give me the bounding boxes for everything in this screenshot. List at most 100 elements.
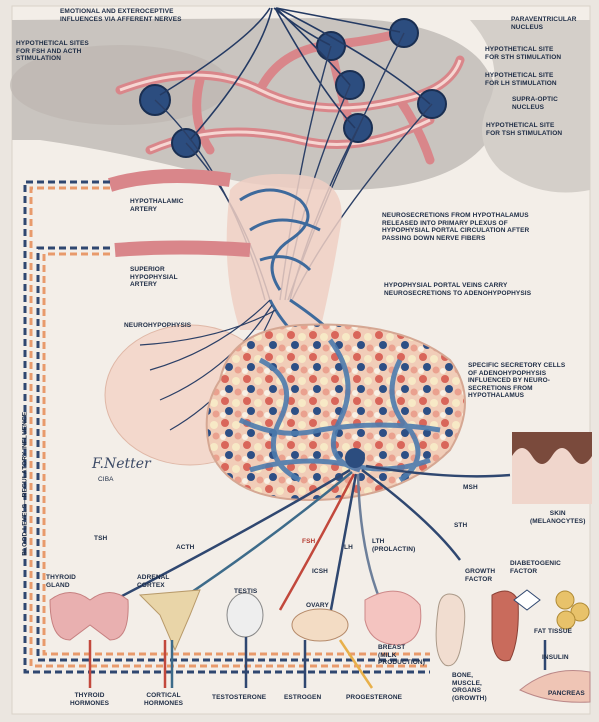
label-portal-veins: HYPOPHYSIAL PORTAL VEINS CARRY NEUROSECR… xyxy=(384,282,531,297)
label-line: FOR FSH AND ACTH xyxy=(16,48,89,56)
label-sth: STH xyxy=(454,522,467,530)
label-supraoptic: SUPRA-OPTIC NUCLEUS xyxy=(512,96,558,111)
ovary-shape xyxy=(292,609,348,641)
label-line: NUCLEUS xyxy=(512,104,558,112)
label-line: FOR STH STIMULATION xyxy=(485,54,561,62)
label-line: HYPOTHETICAL SITE xyxy=(485,72,557,80)
label-lh: LH xyxy=(344,544,353,552)
label-insulin: INSULIN xyxy=(542,654,569,662)
hormone-outflow-node xyxy=(345,448,365,468)
label-line: LTH xyxy=(372,538,415,546)
label-growth-factor: GROWTH FACTOR xyxy=(465,568,495,583)
label-paraventricular: PARAVENTRICULAR NUCLEUS xyxy=(511,16,577,31)
label-line: PASSING DOWN NERVE FIBERS xyxy=(382,235,529,243)
label-hypothalamic-artery: HYPOTHALAMIC ARTERY xyxy=(130,198,184,213)
label-lth: LTH (PROLACTIN) xyxy=(372,538,415,553)
label-bone: BONE, MUSCLE, ORGANS (GROWTH) xyxy=(452,672,487,702)
label-skin: SKIN (MELANOCYTES) xyxy=(530,510,585,525)
label-breast: BREAST (MILK PRODUCTION) xyxy=(378,644,425,667)
label-line: INFLUENCED BY NEURO- xyxy=(468,377,565,385)
label-line: THYROID xyxy=(70,692,109,700)
label-line: (MELANOCYTES) xyxy=(530,518,585,526)
label-line: GLAND xyxy=(46,582,76,590)
label-line: NEUROSECRETIONS FROM HYPOTHALAMUS xyxy=(382,212,529,220)
label-blood-levels: BLOOD LEVELS—REGULATORY INFLUENCE xyxy=(21,379,29,589)
label-thyroid-hormones: THYROID HORMONES xyxy=(70,692,109,707)
label-line: DIABETOGENIC xyxy=(510,560,561,568)
label-thyroid-gland: THYROID GLAND xyxy=(46,574,76,589)
label-testosterone: TESTOSTERONE xyxy=(212,694,266,702)
label-line: BREAST xyxy=(378,644,425,652)
label-site-lh: HYPOTHETICAL SITE FOR LH STIMULATION xyxy=(485,72,557,87)
artist-signature: F.Netter xyxy=(92,456,151,472)
label-line: CORTICAL xyxy=(144,692,183,700)
label-tsh: TSH xyxy=(94,535,107,543)
label-superior-hypophysial-artery: SUPERIOR HYPOPHYSIAL ARTERY xyxy=(130,266,178,289)
label-line: GROWTH xyxy=(465,568,495,576)
label-diabetogenic-factor: DIABETOGENIC FACTOR xyxy=(510,560,561,575)
label-line: (GROWTH) xyxy=(452,695,487,703)
breast-shape xyxy=(365,591,421,645)
label-line: ARTERY xyxy=(130,206,184,214)
label-ovary: OVARY xyxy=(306,602,329,610)
label-line: (MILK xyxy=(378,652,425,660)
label-neurohypophysis: NEUROHYPOPHYSIS xyxy=(124,322,191,330)
label-line: SPECIFIC SECRETORY CELLS xyxy=(468,362,565,370)
label-line: HYPOTHALAMIC xyxy=(130,198,184,206)
label-line: SUPRA-OPTIC xyxy=(512,96,558,104)
label-line: HORMONES xyxy=(144,700,183,708)
label-line: STIMULATION xyxy=(16,55,89,63)
label-progesterone: PROGESTERONE xyxy=(346,694,402,702)
label-testis: TESTIS xyxy=(234,588,257,596)
label-line: ORGANS xyxy=(452,687,487,695)
label-line: OF ADENOHYPOPHYSIS xyxy=(468,370,565,378)
label-fat-tissue: FAT TISSUE xyxy=(534,628,572,636)
label-site-sth: HYPOTHETICAL SITE FOR STH STIMULATION xyxy=(485,46,561,61)
label-line: RELEASED INTO PRIMARY PLEXUS OF xyxy=(382,220,529,228)
label-emotional-influences: EMOTIONAL AND EXTEROCEPTIVE INFLUENCES V… xyxy=(60,8,182,23)
label-line: MUSCLE, xyxy=(452,680,487,688)
label-line: SUPERIOR xyxy=(130,266,178,274)
label-line: HYPOPHYSIAL PORTAL VEINS CARRY xyxy=(384,282,531,290)
testis-shape xyxy=(227,593,263,637)
label-neurosecretions: NEUROSECRETIONS FROM HYPOTHALAMUS RELEAS… xyxy=(382,212,529,242)
label-line: FOR LH STIMULATION xyxy=(485,80,557,88)
label-line: SECRETIONS FROM xyxy=(468,385,565,393)
label-line: NEUROSECRETIONS TO ADENOHYPOPHYSIS xyxy=(384,290,531,298)
label-line: FOR TSH STIMULATION xyxy=(486,130,562,138)
label-line: (PROLACTIN) xyxy=(372,546,415,554)
label-line: SKIN xyxy=(530,510,585,518)
label-cortical-hormones: CORTICAL HORMONES xyxy=(144,692,183,707)
label-line: THYROID xyxy=(46,574,76,582)
label-line: EMOTIONAL AND EXTEROCEPTIVE xyxy=(60,8,182,16)
label-line: ARTERY xyxy=(130,281,178,289)
label-line: HYPOTHETICAL SITES xyxy=(16,40,89,48)
label-line: HORMONES xyxy=(70,700,109,708)
signature-sub: CIBA xyxy=(98,476,114,484)
label-line: HYPOTHETICAL SITE xyxy=(485,46,561,54)
label-line: HYPOTHALAMUS xyxy=(468,392,565,400)
label-site-tsh: HYPOTHETICAL SITE FOR TSH STIMULATION xyxy=(486,122,562,137)
label-line: HYPOPHYSIAL PORTAL CIRCULATION AFTER xyxy=(382,227,529,235)
label-adrenal-cortex: ADRENAL CORTEX xyxy=(137,574,169,589)
label-icsh: ICSH xyxy=(312,568,328,576)
label-estrogen: ESTROGEN xyxy=(284,694,321,702)
label-acth: ACTH xyxy=(176,544,194,552)
label-line: NEUROHYPOPHYSIS xyxy=(124,322,191,330)
label-secretory-cells: SPECIFIC SECRETORY CELLS OF ADENOHYPOPHY… xyxy=(468,362,565,400)
label-line: FACTOR xyxy=(510,568,561,576)
label-msh: MSH xyxy=(463,484,478,492)
label-fsh: FSH xyxy=(302,538,315,546)
label-line: INFLUENCES VIA AFFERENT NERVES xyxy=(60,16,182,24)
superior-hypophysial-artery xyxy=(115,248,250,251)
label-sites-fsh-acth: HYPOTHETICAL SITES FOR FSH AND ACTH STIM… xyxy=(16,40,89,63)
label-line: PRODUCTION) xyxy=(378,659,425,667)
label-line: ADRENAL xyxy=(137,574,169,582)
label-line: NUCLEUS xyxy=(511,24,577,32)
label-pancreas: PANCREAS xyxy=(548,690,585,698)
label-line: CORTEX xyxy=(137,582,169,590)
label-line: BONE, xyxy=(452,672,487,680)
label-line: PARAVENTRICULAR xyxy=(511,16,577,24)
